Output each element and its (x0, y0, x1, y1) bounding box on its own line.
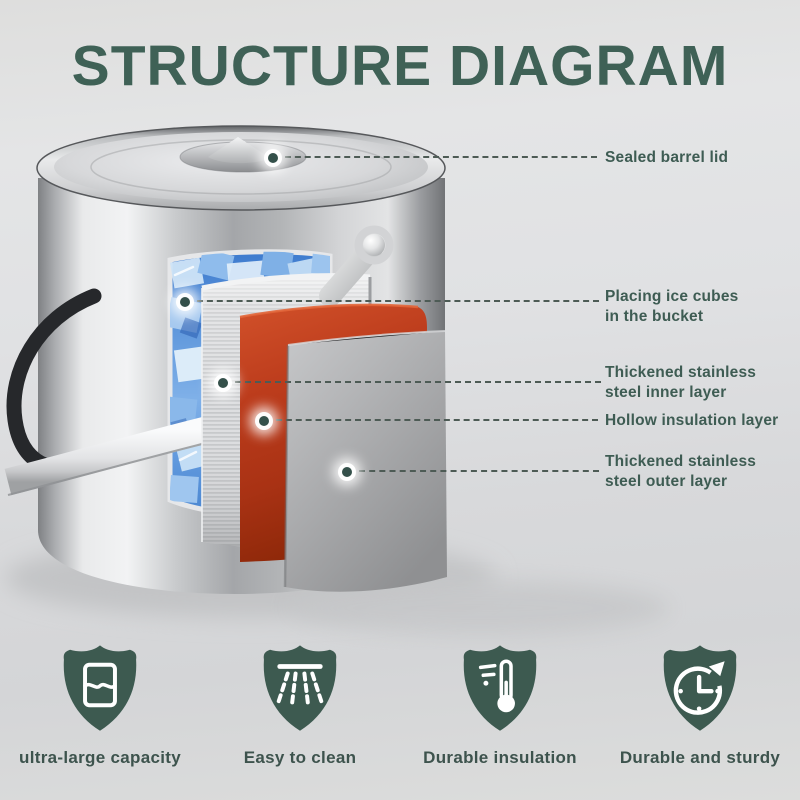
callout-dot-inner-layer (218, 378, 228, 388)
feature-label-capacity: ultra-large capacity (19, 748, 181, 767)
bail-handle-band (4, 416, 210, 496)
callout-line-lid (285, 156, 597, 158)
callout-line-ice (197, 300, 599, 302)
callout-dot-outer-layer (342, 467, 352, 477)
page-title: STRUCTURE DIAGRAM (71, 34, 729, 98)
outer-steel-layer (283, 330, 447, 592)
feature-capacity: ultra-large capacity (0, 640, 200, 768)
callout-dot-lid (268, 153, 278, 163)
ice-bucket-illustration (4, 125, 670, 636)
callout-line-insulation (276, 419, 598, 421)
handle-ball (363, 234, 385, 256)
feature-label-insulation: Durable insulation (423, 748, 577, 767)
spray-clean-icon (263, 645, 337, 731)
feature-clean: Easy to clean (200, 640, 400, 768)
thermometer-icon (463, 645, 537, 731)
feature-row: ultra-large capacity Easy to clean Durab… (0, 640, 800, 768)
callout-line-inner-layer (235, 381, 601, 383)
feature-label-sturdy: Durable and sturdy (619, 748, 781, 767)
callout-label-insulation: Hollow insulation layer (605, 412, 779, 429)
capacity-icon (63, 645, 137, 731)
handle-arm (319, 225, 394, 307)
feature-label-clean: Easy to clean (243, 748, 357, 767)
callout-line-outer-layer (359, 470, 599, 472)
feature-insulation: Durable insulation (400, 640, 600, 768)
callout-label-lid: Sealed barrel lid (605, 149, 729, 166)
feature-sturdy: Durable and sturdy (600, 640, 800, 768)
panel-shadow (290, 580, 670, 636)
callout-dot-ice (180, 297, 190, 307)
clock-arrow-icon (663, 645, 737, 731)
callout-dot-insulation (259, 416, 269, 426)
handle-ball-ring (354, 225, 394, 265)
lid-knob-cone (208, 137, 270, 164)
